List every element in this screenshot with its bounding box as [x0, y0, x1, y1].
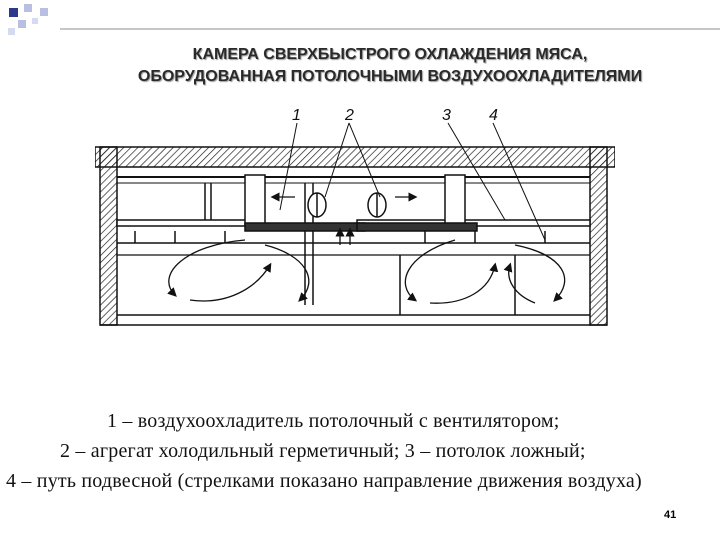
- airflow-arrows: [167, 239, 566, 304]
- caption-line2: 2 – агрегат холодильный герметичный; 3 –…: [60, 440, 586, 462]
- callout-2: 2: [344, 107, 354, 124]
- chamber-diagram: 1 2 3 4: [95, 107, 615, 326]
- page-number: 41: [664, 509, 677, 521]
- slide-title-line2: ОБОРУДОВАННАЯ ПОТОЛОЧНЫМИ ВОЗДУХООХЛАДИТ…: [137, 68, 643, 85]
- decorative-squares: [8, 4, 720, 35]
- roof-slab: [95, 146, 615, 168]
- left-wall: [99, 146, 118, 326]
- overhead-rail: [117, 231, 590, 244]
- refrigeration-unit: [307, 192, 387, 218]
- callout-1: 1: [292, 107, 301, 124]
- caption-line3: 4 – путь подвесной (стрелками показано н…: [6, 470, 642, 492]
- callout-3: 3: [442, 107, 451, 124]
- slide-title-line1: КАМЕРА СВЕРХБЫСТРОГО ОХЛАЖДЕНИЯ МЯСА,: [192, 46, 588, 63]
- caption-line1: 1 – воздухоохладитель потолочный с венти…: [107, 410, 560, 432]
- right-wall: [589, 146, 608, 326]
- callout-4: 4: [489, 107, 498, 124]
- ceiling-air-cooler: [244, 174, 478, 232]
